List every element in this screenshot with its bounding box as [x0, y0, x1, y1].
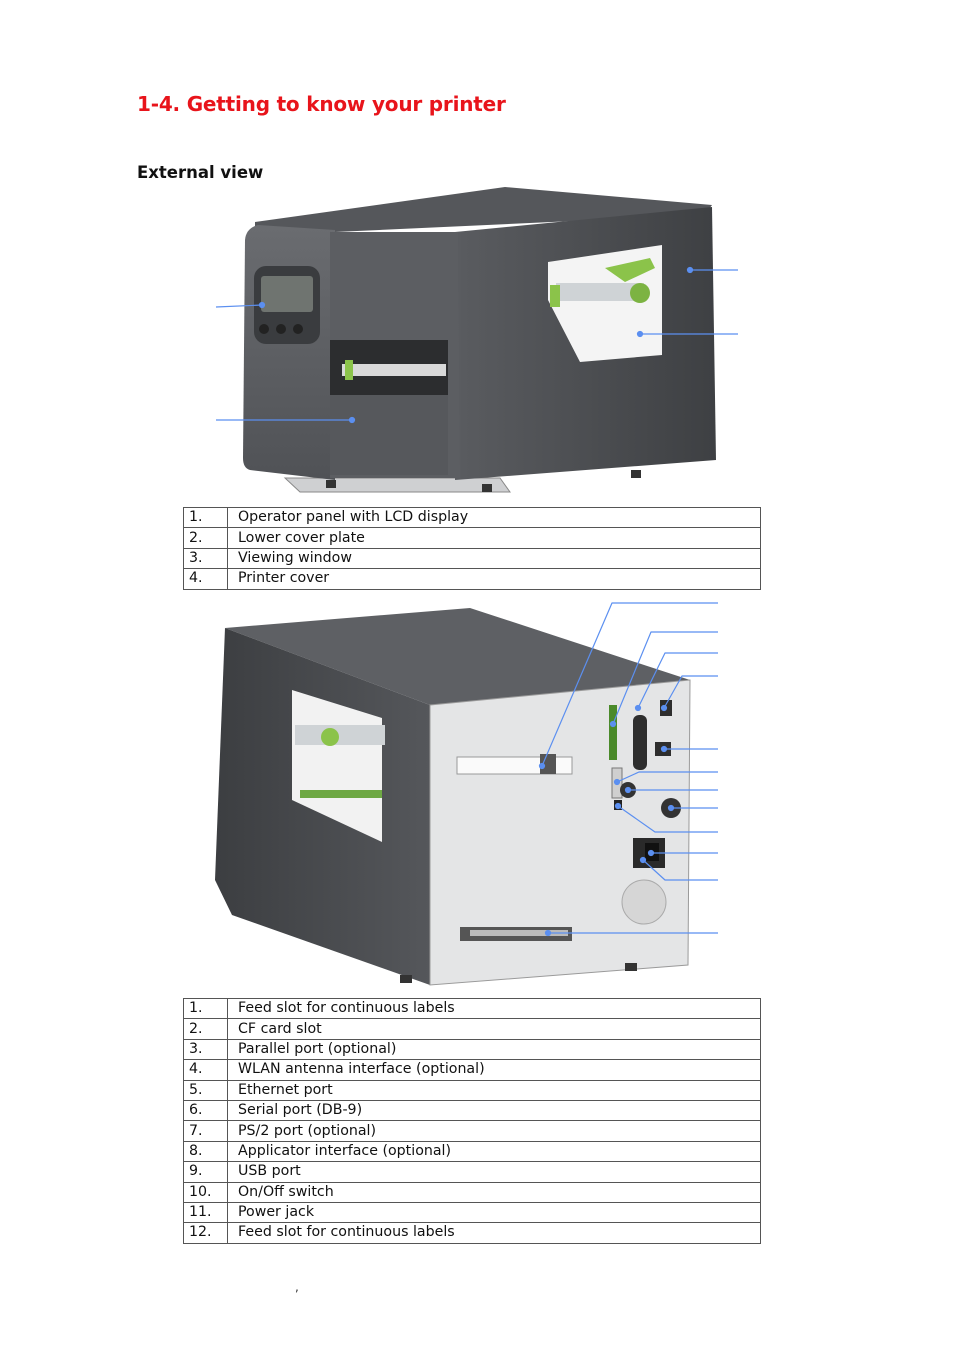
part-number: 5.	[183, 1079, 228, 1101]
table-row: 12.Feed slot for continuous labels	[183, 1222, 761, 1244]
table-row: 10.On/Off switch	[183, 1181, 761, 1203]
part-label: Power jack	[227, 1201, 761, 1224]
part-label: On/Off switch	[227, 1181, 761, 1203]
part-label: Feed slot for continuous labels	[227, 997, 761, 1020]
front-parts-table: 1.Operator panel with LCD display 2.Lowe…	[183, 506, 761, 590]
table-row: 1.Feed slot for continuous labels	[183, 997, 761, 1020]
part-number: 6.	[183, 1099, 228, 1122]
part-label: Operator panel with LCD display	[227, 506, 761, 529]
table-row: 3.Viewing window	[183, 547, 761, 570]
printer-front-view-illustration	[215, 187, 738, 493]
part-label: USB port	[227, 1161, 761, 1183]
part-label: Serial port (DB-9)	[227, 1099, 761, 1122]
printer-rear-view-illustration	[215, 602, 718, 986]
table-row: 4.WLAN antenna interface (optional)	[183, 1059, 761, 1081]
part-number: 2.	[183, 527, 228, 549]
table-row: 4.Printer cover	[183, 568, 761, 590]
part-label: CF card slot	[227, 1018, 761, 1040]
table-row: 2.Lower cover plate	[183, 527, 761, 549]
part-label: Lower cover plate	[227, 527, 761, 549]
table-row: 1.Operator panel with LCD display	[183, 506, 761, 529]
part-number: 9.	[183, 1161, 228, 1183]
part-number: 1.	[183, 506, 228, 529]
table-row: 2.CF card slot	[183, 1018, 761, 1040]
table-row: 7.PS/2 port (optional)	[183, 1120, 761, 1142]
table-row: 11.Power jack	[183, 1201, 761, 1224]
table-row: 9.USB port	[183, 1161, 761, 1183]
part-label: PS/2 port (optional)	[227, 1120, 761, 1142]
rear-parts-table: 1.Feed slot for continuous labels 2.CF c…	[183, 997, 761, 1244]
part-number: 1.	[183, 997, 228, 1020]
part-number: 10.	[183, 1181, 228, 1203]
part-number: 12.	[183, 1222, 228, 1244]
part-number: 4.	[183, 568, 228, 590]
part-number: 3.	[183, 1038, 228, 1061]
part-number: 8.	[183, 1140, 228, 1163]
stray-mark: ,	[295, 1280, 299, 1294]
table-row: 6.Serial port (DB-9)	[183, 1099, 761, 1122]
part-label: WLAN antenna interface (optional)	[227, 1059, 761, 1081]
section-title: 1-4. Getting to know your printer	[137, 92, 506, 116]
table-row: 5.Ethernet port	[183, 1079, 761, 1101]
part-label: Applicator interface (optional)	[227, 1140, 761, 1163]
part-label: Viewing window	[227, 547, 761, 570]
part-number: 11.	[183, 1201, 228, 1224]
part-label: Ethernet port	[227, 1079, 761, 1101]
part-label: Parallel port (optional)	[227, 1038, 761, 1061]
table-row: 3.Parallel port (optional)	[183, 1038, 761, 1061]
part-number: 4.	[183, 1059, 228, 1081]
part-label: Feed slot for continuous labels	[227, 1222, 761, 1244]
external-view-heading: External view	[137, 163, 264, 182]
part-number: 3.	[183, 547, 228, 570]
table-row: 8.Applicator interface (optional)	[183, 1140, 761, 1163]
part-number: 7.	[183, 1120, 228, 1142]
part-label: Printer cover	[227, 568, 761, 590]
part-number: 2.	[183, 1018, 228, 1040]
